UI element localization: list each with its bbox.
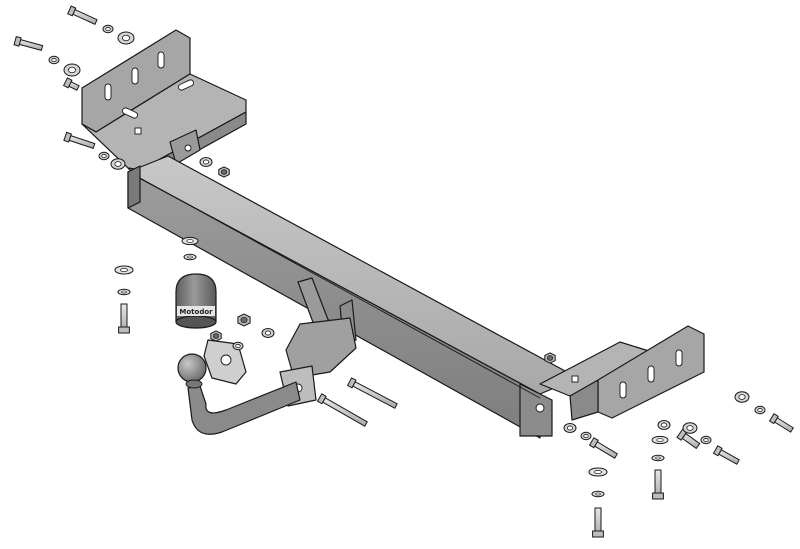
cross-beam-end-hole [535, 403, 545, 413]
washer-hole [68, 66, 77, 74]
tow-arm-tube [187, 381, 301, 435]
right-mounting-bracket [539, 325, 705, 421]
bolt-head [346, 377, 357, 389]
tow-ball-neck [185, 379, 203, 389]
bolt-head [13, 35, 22, 47]
washer-hole [703, 437, 709, 443]
cross-beam [127, 155, 579, 439]
bolt-shank [773, 417, 795, 433]
flat-washer-hole [594, 470, 602, 474]
bolt-head [316, 393, 327, 405]
bolt-head [118, 326, 130, 334]
bolt-shank [352, 381, 398, 409]
flat-washer-hole [187, 255, 193, 259]
receiver-body [285, 317, 357, 379]
bolt-shank [68, 134, 96, 150]
bolt-head [768, 413, 779, 425]
washer-hole [51, 57, 57, 63]
bolt-head [63, 131, 72, 143]
bolt-shank [681, 432, 701, 450]
bolt-head [588, 437, 599, 449]
bolt-head [67, 5, 77, 17]
washer-hole [686, 425, 694, 431]
washer-hole [101, 153, 107, 159]
left-bracket-slot [134, 127, 142, 135]
washer-hole [264, 330, 272, 336]
left-bracket-slot [157, 51, 165, 69]
fastener-hardware [13, 5, 795, 538]
left-bracket-slot [178, 79, 194, 91]
bolt-shank [718, 449, 740, 465]
cross-beam-left-end [127, 165, 141, 209]
right-bracket-slot [619, 381, 627, 399]
washer-hole [757, 407, 763, 413]
hex-nut-bore [212, 333, 220, 339]
bolt-head [592, 530, 604, 538]
flat-washer-hole [120, 268, 128, 272]
left-bracket-slot [122, 107, 138, 119]
washer-hole [566, 425, 574, 431]
cap-label-text: Motodor [179, 308, 213, 316]
flat-washer-hole [655, 456, 661, 460]
bolt-shank [322, 397, 368, 427]
cap-rim [175, 315, 217, 329]
left-bracket-slot [104, 83, 112, 101]
washer-hole [660, 422, 668, 428]
bolt-shank [72, 9, 98, 25]
washer-hole [738, 394, 746, 400]
socket-plate-hole [220, 354, 232, 366]
washer-hole [583, 433, 589, 439]
left-bracket-hole [184, 144, 192, 152]
flat-washer-hole [121, 290, 127, 294]
washer-hole [114, 161, 122, 167]
right-bracket-slot [675, 349, 683, 367]
right-bracket-slot [647, 365, 655, 383]
washer-hole [235, 343, 241, 349]
cap-label-band [177, 306, 215, 316]
bolt-head [62, 77, 73, 89]
bolt-shank [18, 38, 44, 52]
bolt-shank [594, 441, 618, 459]
bolt-head [712, 445, 723, 457]
flat-washer-hole [186, 239, 194, 243]
right-bracket-slot [571, 375, 579, 383]
right-bracket-lower-plate [569, 379, 599, 421]
hex-nut-bore [546, 355, 554, 361]
cross-beam-right-end [519, 383, 553, 437]
flat-washer-hole [656, 438, 664, 442]
washer-hole [122, 34, 131, 42]
tow-arm-assembly [177, 277, 357, 435]
bolt-head [652, 492, 664, 500]
tow-ball [177, 353, 207, 383]
cross-beam-edge [139, 177, 541, 399]
flat-washer-hole [595, 492, 601, 496]
washer-hole [202, 159, 210, 165]
hex-nut-bore [220, 169, 228, 175]
ball-protective-cap: Motodor [175, 273, 217, 329]
left-bracket-slot [131, 67, 139, 85]
hex-nut-bore [240, 316, 248, 324]
washer-hole [105, 26, 111, 32]
